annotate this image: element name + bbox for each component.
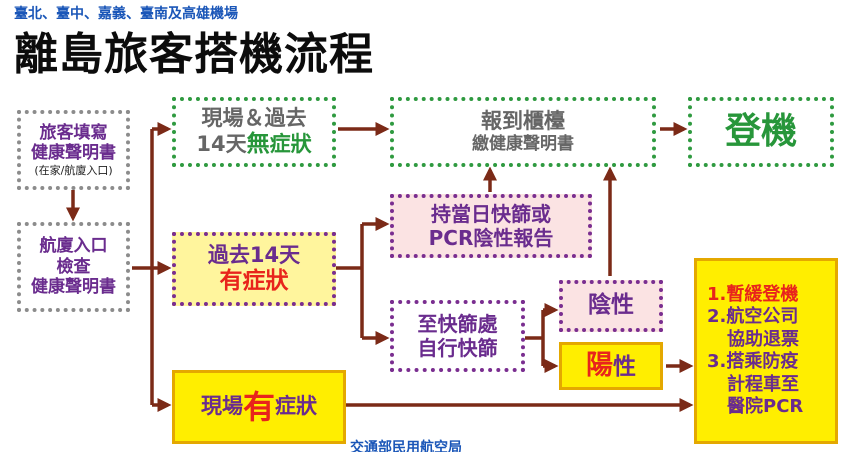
hold-test-report-box: 持當日快篩或 PCR陰性報告 [390,194,592,258]
terminal-check-line2: 檢查 [56,256,91,277]
checkin-counter-line1: 報到櫃檯 [481,109,565,134]
hold-test-line2: PCR陰性報告 [428,226,554,250]
outcome-box: 1.暫緩登機 2.航空公司 協助退票 3.搭乘防疫 計程車至 醫院PCR [694,258,838,444]
fill-declaration-line1: 旅客填寫 [39,123,108,144]
past-symptom-line2: 有症狀 [219,267,289,294]
self-test-line2: 自行快篩 [417,336,498,360]
terminal-check-line3: 健康聲明書 [31,277,116,298]
checkin-counter-line2: 繳健康聲明書 [472,134,574,155]
past-symptom-line1: 過去14天 [207,242,301,267]
hold-test-line1: 持當日快篩或 [431,202,551,226]
outcome-item3-line3: 醫院PCR [727,396,804,417]
self-test-box: 至快篩處 自行快篩 [390,300,525,372]
outcome-item3-line2: 計程車至 [727,373,799,395]
boarding-box: 登機 [688,97,834,167]
outcome-item1: 1.暫緩登機 [707,283,799,305]
positive-result-xing: 性 [613,353,636,380]
no-symptom-symptom: 症狀 [269,131,312,156]
fill-declaration-line2: 健康聲明書 [31,143,116,164]
negative-result-label: 陰性 [588,292,634,319]
self-test-line1: 至快篩處 [417,312,498,336]
negative-result-box: 陰性 [559,280,663,332]
no-symptom-box: 現場＆過去 14天無症狀 [172,97,336,167]
terminal-check-line1: 航廈入口 [39,236,108,257]
outcome-item2-line2: 協助退票 [727,328,799,350]
positive-result-label: 陽性 [586,350,636,382]
page-title: 離島旅客搭機流程 [14,29,374,80]
positive-result-yang: 陽 [586,349,613,381]
outcome-item2-line1: 2.航空公司 [707,306,799,327]
onsite-symptom-symptom: 症狀 [275,394,317,419]
positive-result-box: 陽性 [559,342,663,390]
no-symptom-without: 無 [246,130,270,157]
no-symptom-days: 14天 [196,131,247,156]
boarding-label: 登機 [724,111,797,153]
onsite-symptom-onsite: 現場 [200,394,243,419]
onsite-symptom-box: 現場有症狀 [172,370,346,444]
fill-declaration-note: (在家/航廈入口) [34,163,113,177]
no-symptom-line1: 現場＆過去 [201,105,307,130]
source-footer: 交通部民用航空局 [350,440,462,452]
onsite-symptom-have: 有 [242,387,275,426]
checkin-counter-box: 報到櫃檯 繳健康聲明書 [390,97,656,167]
fill-declaration-box: 旅客填寫 健康聲明書 (在家/航廈入口) [17,110,130,190]
past-symptom-box: 過去14天 有症狀 [172,232,336,306]
outcome-item3-line1: 3.搭乘防疫 [707,351,799,372]
no-symptom-line2: 14天無症狀 [196,131,311,159]
airports-subtitle: 臺北、臺中、嘉義、臺南及高雄機場 [14,6,238,22]
terminal-check-box: 航廈入口 檢查 健康聲明書 [17,222,130,312]
